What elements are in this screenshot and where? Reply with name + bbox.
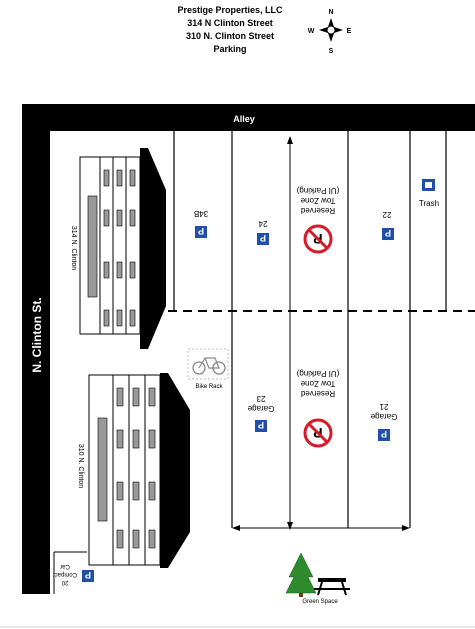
parking-sign-icon: P	[255, 420, 267, 432]
title-line-company: Prestige Properties, LLC	[177, 5, 283, 15]
space-23-label: 23	[256, 394, 265, 403]
parking-sign-icon: P	[257, 233, 269, 245]
svg-text:P: P	[385, 228, 391, 238]
parking-sign-icon: P	[82, 570, 94, 582]
building-310-label: 310 N. Clinton	[77, 444, 84, 488]
trash-label: Trash	[419, 199, 439, 208]
compact-label: Compact	[53, 571, 77, 577]
space-20-label: 20	[61, 579, 68, 585]
space-22-label: 22	[382, 210, 391, 219]
no-parking-icon: P	[303, 418, 333, 448]
space-21-label: 21	[379, 402, 388, 411]
north-reserved-label: Reserved	[301, 206, 335, 215]
svg-text:P: P	[381, 429, 387, 439]
clinton-street-label: N. Clinton St.	[30, 297, 44, 372]
compass-e: E	[347, 28, 352, 35]
title-line-address-310: 310 N. Clinton Street	[185, 31, 275, 41]
svg-text:P: P	[85, 570, 91, 580]
compass-w: W	[308, 28, 315, 35]
no-parking-icon: P	[303, 224, 333, 254]
building-314-label: 314 N. Clinton	[70, 226, 77, 270]
bike-rack-label: Bike Rack	[195, 384, 223, 390]
north-tow-zone-label: Tow Zone	[300, 196, 335, 205]
bike-rack-icon	[187, 348, 229, 380]
green-space-label: Green Space	[302, 599, 338, 605]
svg-text:P: P	[198, 226, 204, 236]
space-24-label: 24	[258, 219, 267, 228]
svg-text:P: P	[258, 420, 264, 430]
picnic-table-icon	[314, 578, 350, 596]
south-tow-zone-label: Tow Zone	[300, 379, 335, 388]
car-label: Car	[60, 563, 70, 569]
clinton-street-road	[22, 104, 50, 594]
title-line-address-314: 314 N Clinton Street	[187, 18, 273, 28]
svg-text:P: P	[260, 233, 266, 243]
alley-road	[22, 104, 475, 131]
south-reserved-label: Reserved	[301, 389, 335, 398]
building-314: 314 N. Clinton	[70, 148, 166, 349]
space-34b-label: 34B	[194, 209, 208, 218]
parking-sign-icon: P	[195, 226, 207, 238]
compass-s: S	[329, 48, 334, 55]
tree-icon	[285, 552, 317, 597]
map-title: Prestige Properties, LLC 314 N Clinton S…	[150, 4, 310, 56]
alley-label: Alley	[233, 114, 255, 124]
parking-sign-icon: P	[378, 429, 390, 441]
compass-icon: N S E W	[308, 9, 352, 55]
parking-sign-icon: P	[382, 228, 394, 240]
space-23-garage-label: Garage	[247, 404, 274, 413]
space-21-garage-label: Garage	[370, 412, 397, 421]
south-ui-parking-label: (UI Parking)	[296, 369, 339, 378]
north-ui-parking-label: (UI Parking)	[296, 186, 339, 195]
compass-n: N	[328, 9, 333, 16]
tow-zone-arrow-vertical	[287, 136, 293, 530]
title-line-parking: Parking	[213, 44, 247, 54]
building-310: 310 N. Clinton	[77, 373, 190, 568]
tow-zone-arrow-horizontal	[232, 525, 410, 531]
trash-icon	[422, 179, 435, 191]
